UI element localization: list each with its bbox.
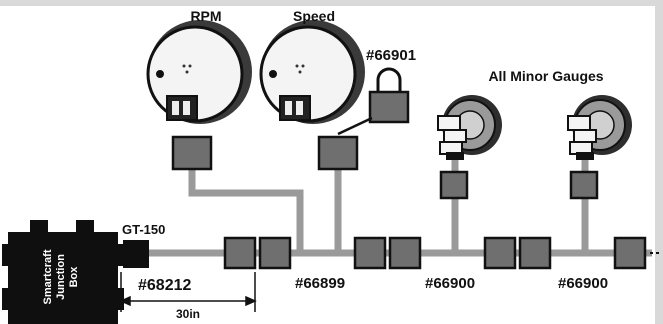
junction-box (2, 220, 124, 324)
junction-box-line3: Box (68, 266, 80, 288)
frame-right (655, 0, 663, 324)
rpm-connector (171, 135, 213, 171)
rpm-gauge (146, 20, 252, 124)
connector-g (613, 236, 647, 270)
all-minor-gauges-label: All Minor Gauges (488, 68, 603, 84)
gt150-label: GT-150 (122, 222, 165, 237)
part-66899-label: #66899 (295, 275, 345, 292)
part-68212-label: #68212 (138, 277, 191, 294)
terminator-66901 (337, 67, 410, 136)
minor-gauge-1 (437, 95, 502, 160)
gauge-pigtails (451, 158, 589, 172)
connector-f (518, 236, 552, 270)
length-30in-label: 30in (176, 307, 200, 321)
speed-connector (317, 135, 359, 171)
part-66900-label-a: #66900 (425, 275, 475, 292)
junction-box-line1: Smartcraft (42, 249, 54, 304)
junction-box-line2: Junction (55, 254, 67, 300)
speed-gauge (259, 20, 365, 124)
backbone-connectors (223, 236, 647, 270)
frame-top (0, 0, 663, 6)
rpm-label: RPM (190, 8, 221, 24)
minor-gauge-2 (567, 95, 632, 160)
connector-a (223, 236, 257, 270)
part-66900-label-b: #66900 (558, 275, 608, 292)
speed-label: Speed (293, 8, 335, 24)
connector-c (353, 236, 387, 270)
junction-box-text: Smartcraft Junction Box (42, 249, 80, 304)
connector-d (388, 236, 422, 270)
connector-b (258, 236, 292, 270)
length-dimension (119, 272, 257, 312)
minor-gauge-2-connector (569, 170, 599, 200)
connector-e (483, 236, 517, 270)
part-66901-label: #66901 (366, 47, 416, 64)
gt150-terminal (123, 240, 149, 268)
rpm-drop-cable (188, 170, 304, 253)
minor-gauge-1-connector (439, 170, 469, 200)
